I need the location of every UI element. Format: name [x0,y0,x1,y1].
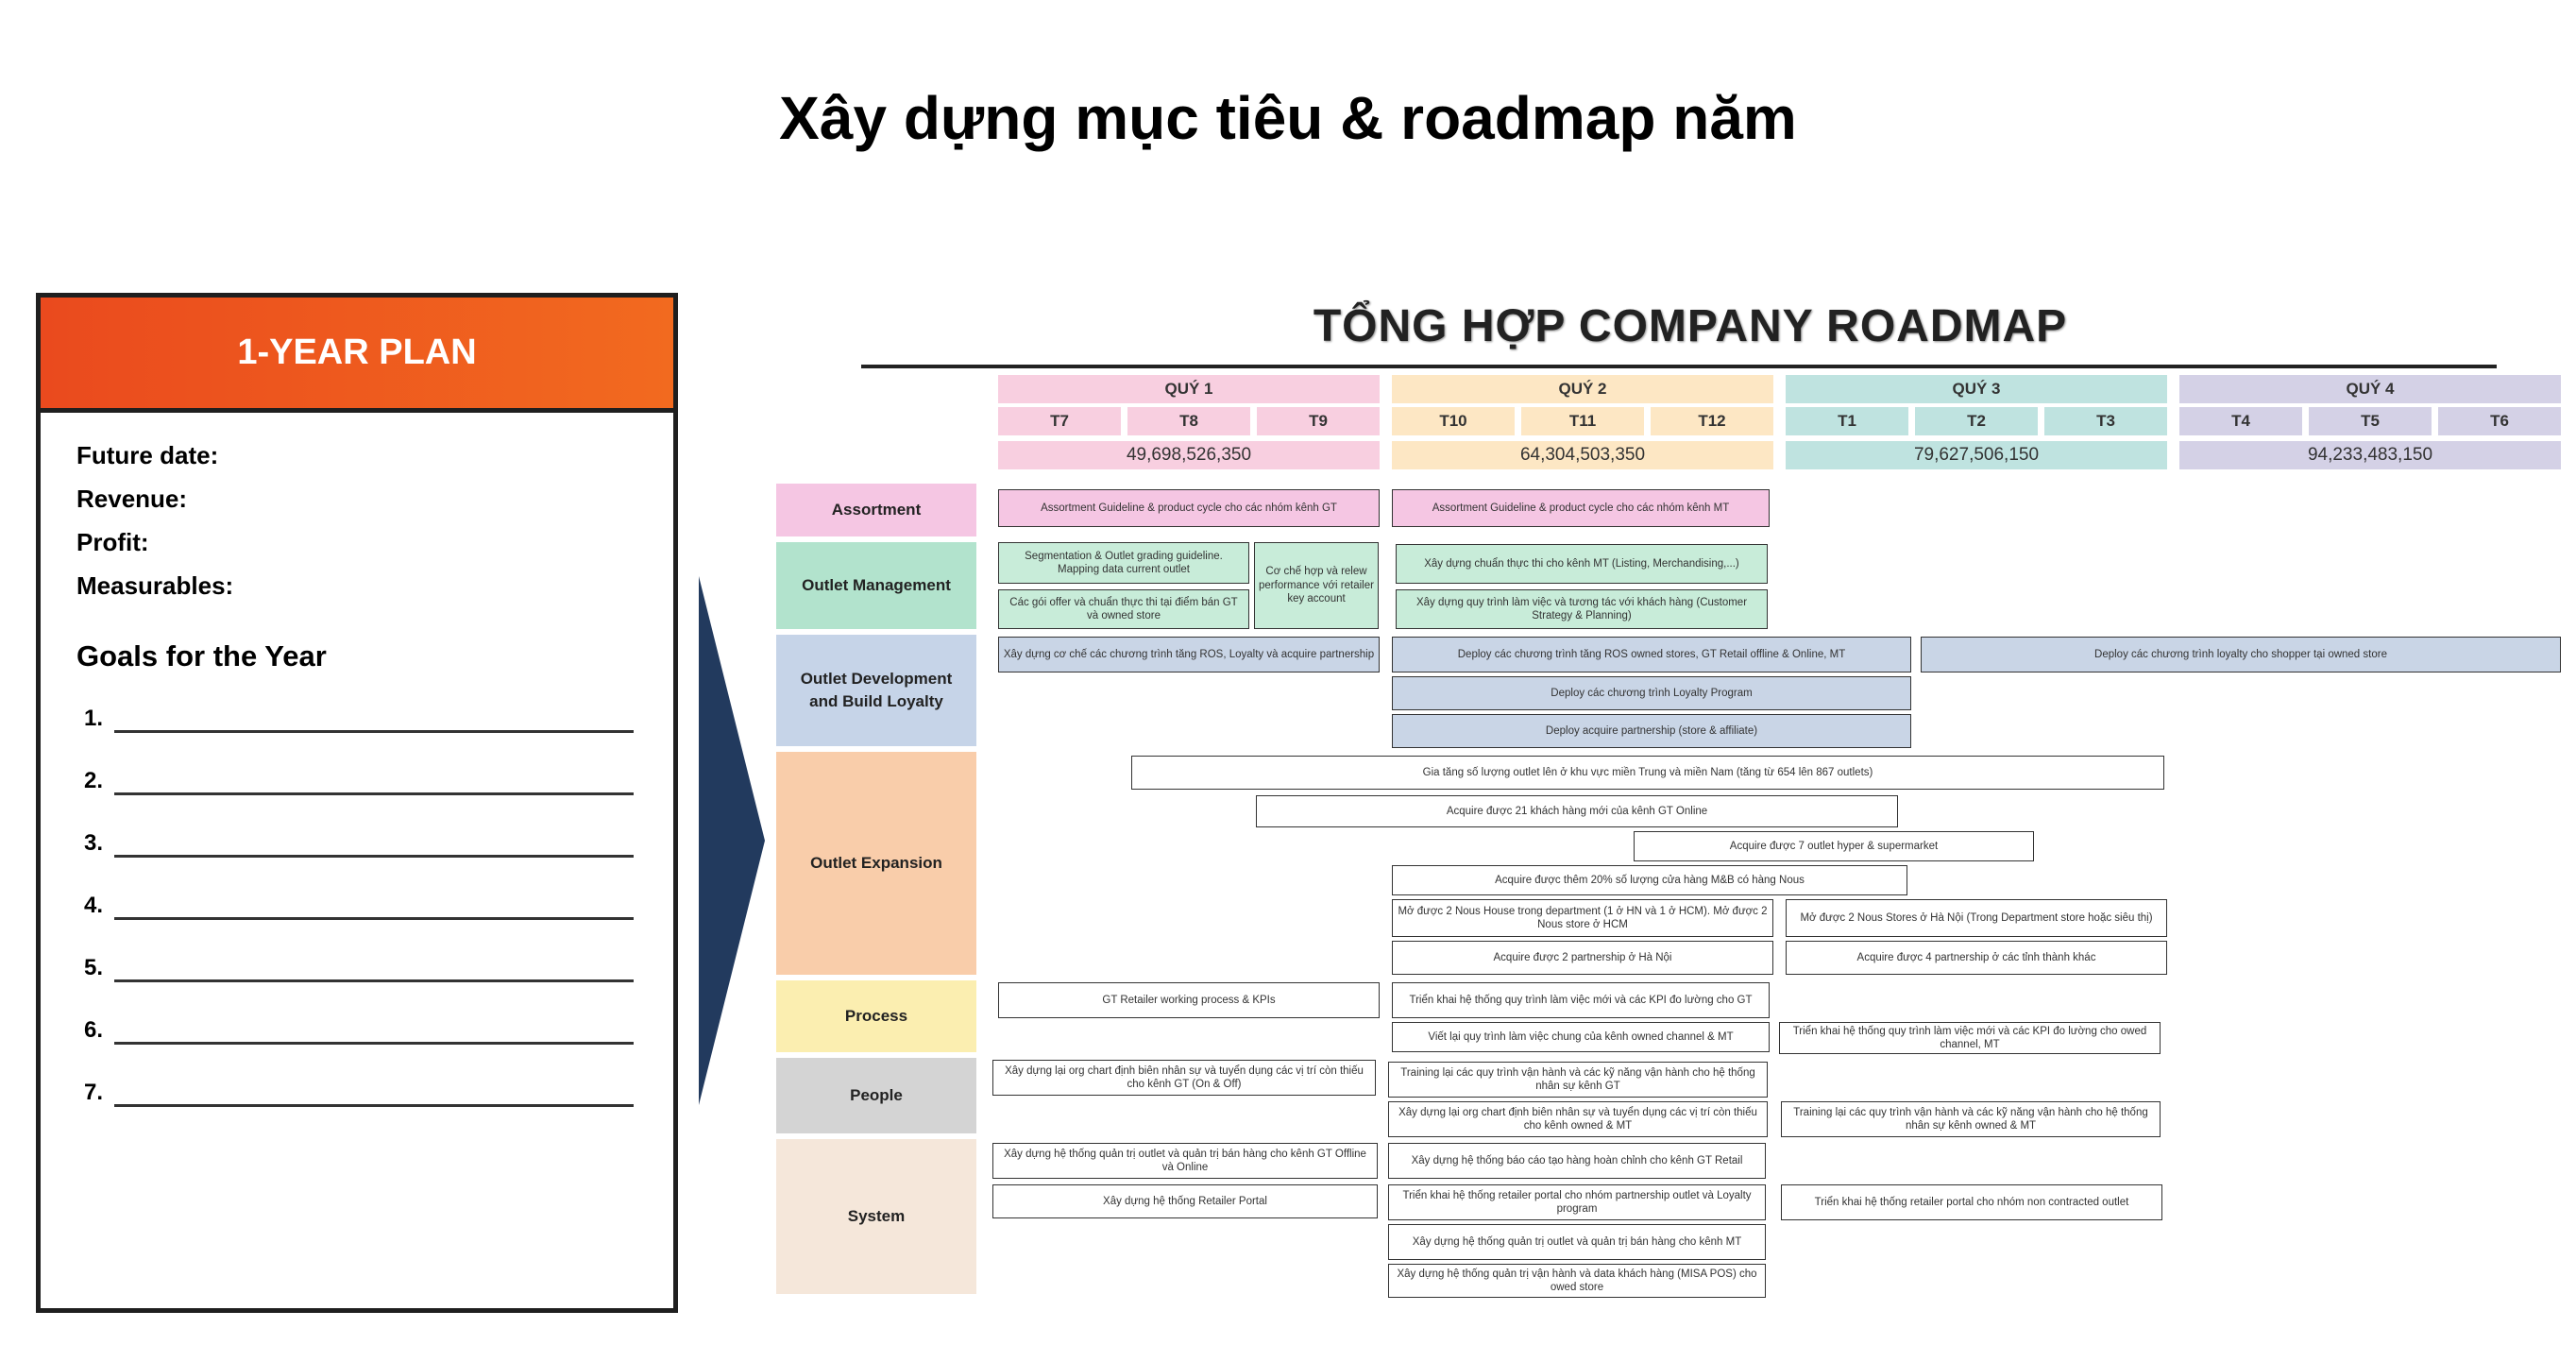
task-bar: Mở được 2 Nous Stores ở Hà Nội (Trong De… [1786,899,2167,937]
month-header: T11 [1521,407,1644,435]
revenue-value: 94,233,483,150 [2179,441,2561,469]
task-bar: Acquire được thêm 20% số lượng cửa hàng … [1392,865,1907,895]
month-header: T7 [998,407,1121,435]
goals-title: Goals for the Year [76,639,327,672]
task-bar: Acquire được 4 partnership ở các tỉnh th… [1786,941,2167,975]
task-bar: Các gói offer và chuẩn thực thi tại điểm… [998,589,1249,629]
quarter-header: QUÝ 3 [1786,375,2167,403]
month-header: T8 [1127,407,1250,435]
profit-label: Profit: [76,528,149,556]
quarter-header: QUÝ 1 [998,375,1380,403]
goal-line [114,730,634,733]
month-header: T5 [2309,407,2432,435]
month-header: T9 [1257,407,1380,435]
task-bar: Cơ chế hợp và relew performance với reta… [1254,542,1379,629]
goal-line [114,855,634,858]
goal-number: 3. [84,830,104,856]
task-bar: Triển khai hệ thống quy trình làm việc m… [1392,982,1770,1018]
month-header: T3 [2044,407,2167,435]
category-assortment: Assortment [776,484,976,536]
goal-line [114,1104,634,1107]
task-bar: Xây dựng hệ thống báo cáo tạo hàng hoàn … [1388,1143,1766,1179]
goal-number: 7. [84,1080,104,1105]
revenue-value: 79,627,506,150 [1786,441,2167,469]
task-bar: Viết lại quy trình làm việc chung của kê… [1392,1022,1770,1052]
task-bar: Training lại các quy trình vận hành và c… [1388,1062,1768,1098]
month-header: T6 [2438,407,2561,435]
category-people: People [776,1058,976,1133]
month-header: T10 [1392,407,1515,435]
task-bar: Triển khai hệ thống quy trình làm việc m… [1779,1022,2161,1054]
goal-line [114,1042,634,1045]
category-outlet-development: Outlet Development and Build Loyalty [776,635,976,746]
roadmap-title-rule [861,365,2497,368]
quarter-header: QUÝ 4 [2179,375,2561,403]
task-bar: Xây dựng lại org chart định biên nhân sự… [992,1060,1376,1096]
task-bar: Xây dựng chuẩn thực thi cho kênh MT (Lis… [1396,544,1768,584]
goal-line [114,917,634,920]
task-bar: Xây dựng hệ thống Retailer Portal [992,1184,1378,1218]
arrow-icon [699,576,765,1105]
one-year-plan-card: 1-YEAR PLAN Future date: Revenue: Profit… [36,293,678,1313]
quarter-header: QUÝ 2 [1392,375,1773,403]
task-bar: Triển khai hệ thống retailer portal cho … [1388,1184,1766,1220]
month-header: T12 [1651,407,1773,435]
goal-number: 6. [84,1017,104,1043]
revenue-label: Revenue: [76,485,188,513]
task-bar: Gia tăng số lượng outlet lên ở khu vực m… [1131,756,2164,790]
task-bar: Xây dựng quy trình làm việc và tương tác… [1396,589,1768,629]
task-bar: Xây dựng cơ chế các chương trình tăng RO… [998,637,1380,672]
task-bar: Xây dựng hệ thống quản trị outlet và quả… [992,1143,1378,1179]
task-bar: Acquire được 21 khách hàng mới của kênh … [1256,795,1898,827]
task-bar: Deploy các chương trình tăng ROS owned s… [1392,637,1911,672]
goal-line [114,979,634,982]
future-date-label: Future date: [76,441,219,469]
task-bar: Acquire được 7 outlet hyper & supermarke… [1634,831,2034,861]
goal-number: 2. [84,768,104,793]
roadmap-title: TỔNG HỢP COMPANY ROADMAP [1313,301,2068,351]
task-bar: Xây dựng lại org chart định biên nhân sự… [1388,1101,1768,1137]
task-bar: Mở được 2 Nous House trong department (1… [1392,899,1773,937]
month-header: T2 [1915,407,2038,435]
category-system: System [776,1139,976,1294]
task-bar: Xây dựng hệ thống quản trị vận hành và d… [1388,1264,1766,1298]
task-bar: Triển khai hệ thống retailer portal cho … [1781,1184,2162,1220]
task-bar: GT Retailer working process & KPIs [998,982,1380,1018]
task-bar: Deploy các chương trình loyalty cho shop… [1921,637,2561,672]
task-bar: Assortment Guideline & product cycle cho… [998,489,1380,527]
month-header: T1 [1786,407,1908,435]
category-process: Process [776,980,976,1052]
measurables-label: Measurables: [76,571,234,600]
task-bar: Training lại các quy trình vận hành và c… [1781,1101,2161,1137]
goal-number: 4. [84,893,104,918]
goal-number: 5. [84,955,104,980]
category-outlet-management: Outlet Management [776,542,976,629]
task-bar: Assortment Guideline & product cycle cho… [1392,489,1770,527]
task-bar: Segmentation & Outlet grading guideline.… [998,542,1249,584]
task-bar: Deploy acquire partnership (store & affi… [1392,714,1911,748]
goal-number: 1. [84,706,104,731]
plan-header: 1-YEAR PLAN [41,298,673,413]
task-bar: Acquire được 2 partnership ở Hà Nội [1392,941,1773,975]
revenue-value: 64,304,503,350 [1392,441,1773,469]
task-bar: Deploy các chương trình Loyalty Program [1392,676,1911,710]
month-header: T4 [2179,407,2302,435]
page-title: Xây dựng mục tiêu & roadmap năm [779,84,1797,152]
revenue-value: 49,698,526,350 [998,441,1380,469]
category-outlet-expansion: Outlet Expansion [776,752,976,975]
goal-line [114,792,634,795]
task-bar: Xây dựng hệ thống quản trị outlet và quả… [1388,1224,1766,1260]
